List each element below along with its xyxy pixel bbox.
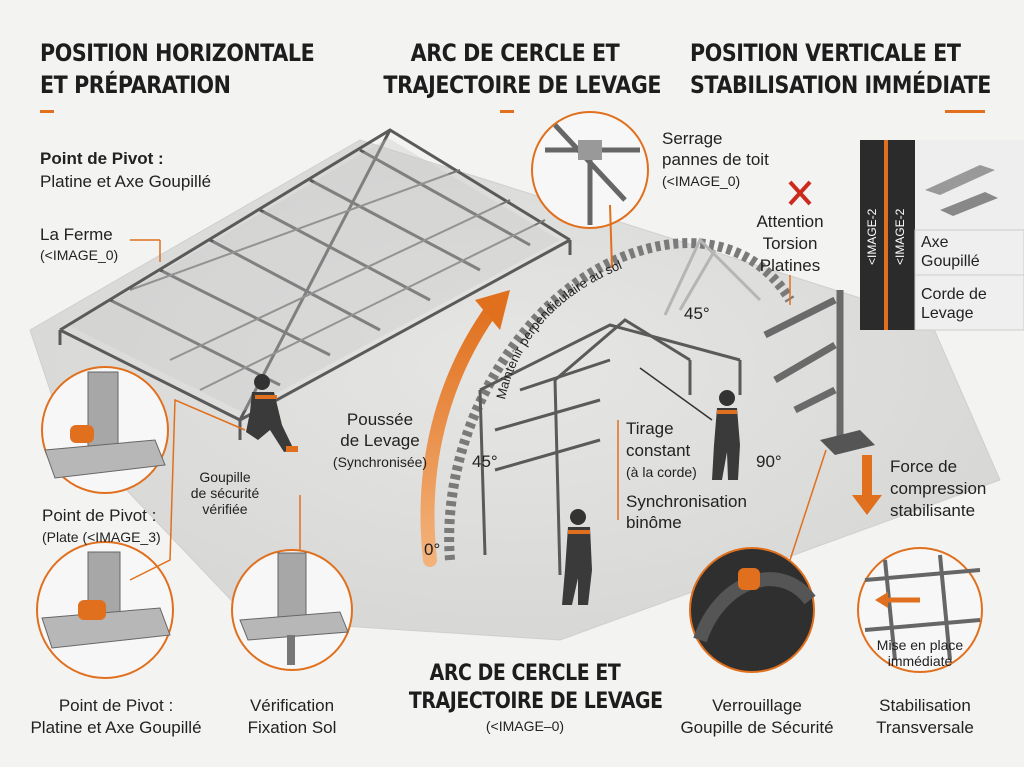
tirage-1: Tirage bbox=[626, 419, 674, 438]
pivot-note-subtitle: Platine et Axe Goupillé bbox=[40, 172, 212, 191]
leader-serrage bbox=[609, 204, 613, 269]
caption-lock-2: Goupille de Sécurité bbox=[680, 718, 834, 737]
angle-45-left: 45° bbox=[472, 452, 498, 471]
left-title-bar bbox=[40, 110, 54, 113]
right-title-2: STABILISATION IMMÉDIATE bbox=[690, 71, 991, 99]
mise-2: immédiate bbox=[887, 653, 953, 669]
inset-stamp-2: <IMAGE-2 bbox=[893, 208, 907, 265]
bottom-center-title-1: ARC DE CERCLE ET bbox=[429, 661, 621, 686]
center-title-bar bbox=[500, 110, 514, 113]
force-2: compression bbox=[890, 479, 987, 498]
detail-circle-pivot-top bbox=[41, 366, 169, 494]
inset-panel bbox=[860, 140, 1024, 331]
rope bbox=[639, 367, 713, 421]
left-title-2: ET PRÉPARATION bbox=[40, 71, 231, 99]
vertical-frame bbox=[763, 290, 844, 440]
inset-axe-2: Goupillé bbox=[921, 253, 980, 270]
right-title-bar bbox=[945, 110, 985, 113]
angle-90: 90° bbox=[756, 452, 782, 471]
lifted-frame bbox=[478, 318, 742, 576]
right-title-1: POSITION VERTICALE ET bbox=[690, 39, 961, 67]
inset-corde-2: Levage bbox=[921, 305, 974, 322]
vertical-base bbox=[820, 430, 875, 455]
angle-45-top: 45° bbox=[684, 304, 710, 323]
goupille-2: de sécurité bbox=[190, 485, 260, 501]
inset-stamp-1: <IMAGE-2 bbox=[865, 208, 879, 265]
attention-line2: Torsion bbox=[762, 234, 818, 253]
worker-pulling bbox=[712, 390, 740, 480]
ferme-note-line1: La Ferme bbox=[40, 225, 113, 244]
serrage-line3: (<IMAGE_0) bbox=[662, 173, 741, 189]
horizontal-frame bbox=[58, 128, 572, 440]
pivot-plate-title: Point de Pivot : bbox=[42, 506, 157, 525]
poussee-2: de Levage bbox=[340, 431, 420, 450]
caption-brace-2: Transversale bbox=[876, 718, 974, 737]
detail-circle-brace bbox=[857, 547, 983, 673]
frame-roof-panel bbox=[70, 138, 560, 412]
caption-fixation-2: Fixation Sol bbox=[247, 718, 337, 737]
goupille-1: Goupille bbox=[199, 469, 251, 485]
worker-pushing bbox=[562, 509, 592, 605]
attention-line3: Platines bbox=[759, 256, 821, 275]
lift-arrow-head bbox=[475, 290, 510, 330]
inset-axe-1: Axe bbox=[921, 234, 949, 251]
left-title-1: POSITION HORIZONTALE bbox=[40, 39, 315, 67]
caption-brace-1: Stabilisation bbox=[879, 696, 971, 715]
tirage-2: constant bbox=[626, 441, 691, 460]
lift-arrow bbox=[420, 298, 502, 567]
center-title-2: TRAJECTOIRE DE LEVAGE bbox=[383, 71, 662, 99]
pivot-note-title: Point de Pivot : bbox=[40, 149, 164, 168]
bottom-center-sub: (<IMAGE–0) bbox=[485, 718, 565, 734]
caption-fixation-1: Vérification bbox=[249, 696, 335, 715]
goupille-3: vérifiée bbox=[202, 501, 248, 517]
compression-arrow bbox=[852, 455, 882, 515]
attention-line1: Attention bbox=[756, 212, 824, 231]
mise-1: Mise en place bbox=[876, 637, 964, 653]
detail-circle-fixation bbox=[231, 549, 353, 671]
detail-circle-pivot-bottom bbox=[36, 541, 174, 679]
warning-cross bbox=[788, 180, 812, 206]
synchro-1: Synchronisation bbox=[626, 492, 747, 511]
ghost-frame bbox=[663, 237, 762, 316]
center-title-1: ARC DE CERCLE ET bbox=[410, 39, 620, 67]
inset-corde-1: Corde de bbox=[921, 286, 987, 303]
detail-circle-lock bbox=[689, 547, 816, 673]
force-3: stabilisante bbox=[890, 501, 976, 520]
caption-lock-1: Verrouillage bbox=[712, 696, 802, 715]
poussee-1: Poussée bbox=[346, 410, 414, 429]
serrage-line1: Serrage bbox=[662, 129, 723, 148]
worker-kneeling bbox=[246, 374, 298, 452]
caption-pivot-2: Platine et Axe Goupillé bbox=[30, 718, 202, 737]
angle-0: 0° bbox=[424, 540, 441, 559]
bottom-center-title-2: TRAJECTOIRE DE LEVAGE bbox=[408, 689, 663, 714]
poussee-3: (Synchronisée) bbox=[332, 454, 428, 470]
force-1: Force de bbox=[890, 457, 958, 476]
pivot-plate-subtitle: (Plate (<IMAGE_3) bbox=[42, 529, 161, 545]
leader-lock bbox=[789, 449, 827, 561]
caption-pivot-1: Point de Pivot : bbox=[58, 696, 174, 715]
synchro-2: binôme bbox=[626, 513, 682, 532]
ferme-note-line2: (<IMAGE_0) bbox=[40, 247, 119, 263]
detail-circle-roof bbox=[531, 111, 649, 229]
trajectory-arc bbox=[444, 238, 795, 561]
tirage-3: (à la corde) bbox=[626, 464, 697, 480]
leader-goupille bbox=[129, 398, 246, 581]
serrage-line2: pannes de toit bbox=[662, 150, 769, 169]
